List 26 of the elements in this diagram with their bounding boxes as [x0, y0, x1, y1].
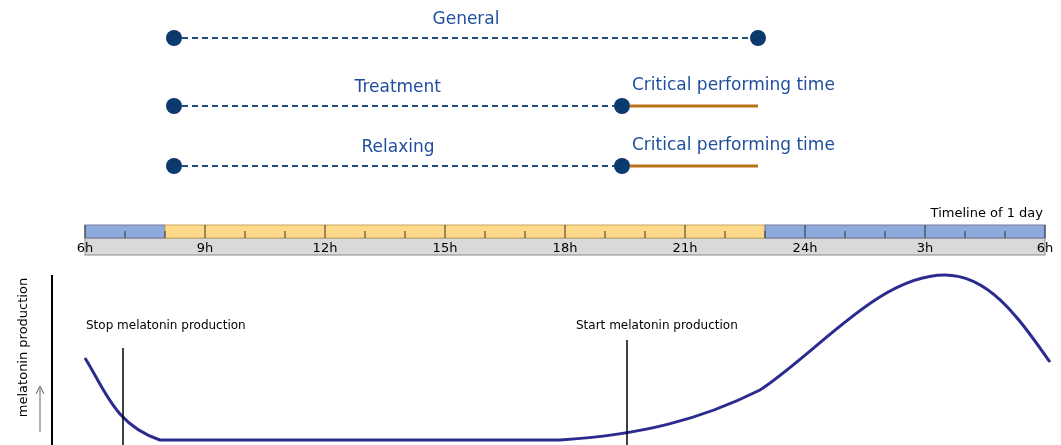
hour-label: 21h	[672, 240, 698, 255]
timeline-dot	[166, 98, 182, 114]
dashed-line	[181, 105, 615, 107]
dashed-line	[181, 37, 751, 39]
hour-label: 24h	[792, 240, 818, 255]
hour-label: 6h	[1036, 240, 1054, 255]
timeline-dot	[166, 30, 182, 46]
axis-label: melatonin production	[14, 277, 30, 418]
hour-label: 3h	[916, 240, 934, 255]
annotation-text: Stop melatonin production	[86, 318, 246, 332]
hour-label: 12h	[312, 240, 338, 255]
timeline-dot	[614, 158, 630, 174]
hour-label: 15h	[432, 240, 458, 255]
hour-label: 6h	[76, 240, 94, 255]
line	[630, 104, 758, 108]
timeline-dot	[614, 98, 630, 114]
edge-label: Critical performing time	[630, 74, 837, 94]
edge-label: Critical performing time	[630, 134, 837, 154]
timeline-dot	[166, 158, 182, 174]
line	[630, 164, 758, 168]
dashed-line	[181, 165, 615, 167]
hour-label: 9h	[196, 240, 214, 255]
hour-label: 18h	[552, 240, 578, 255]
annotation-text: Start melatonin production	[576, 318, 738, 332]
timeline-dot	[750, 30, 766, 46]
timeline-title: Timeline of 1 day	[930, 205, 1043, 220]
